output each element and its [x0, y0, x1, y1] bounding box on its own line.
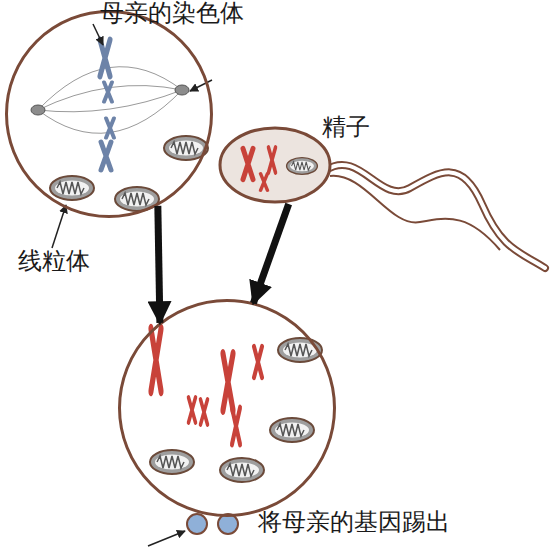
cell-label: 将母亲的基因踢出 [258, 509, 450, 535]
cell-membrane [120, 301, 335, 516]
cell-membrane [7, 12, 212, 217]
cell-outline [5, 10, 213, 218]
egg-cell: 母亲的染色体线粒体 [5, 10, 213, 218]
cell-outline [118, 300, 336, 516]
zygote-cell: 将母亲的基因踢出 [118, 300, 336, 516]
flow-arrow [253, 204, 288, 303]
polar-body [187, 514, 238, 534]
chromosome [151, 329, 262, 444]
leader-arrow [52, 24, 212, 546]
flow-arrow [158, 206, 160, 323]
sperm-tail [326, 165, 545, 268]
sperm-head [220, 128, 330, 202]
cell-label: 精子 [322, 114, 370, 140]
mitochondrion [50, 136, 208, 211]
sperm-cell: 精子 [218, 126, 332, 204]
mitochondrion [150, 338, 322, 482]
cell-label: 线粒体 [18, 248, 90, 274]
maternal-chromosome [100, 40, 114, 170]
cell-label: 母亲的染色体 [100, 0, 244, 26]
cell-outline [218, 126, 332, 204]
mitochondrion [287, 158, 318, 175]
paternal-chromosome [243, 147, 276, 190]
